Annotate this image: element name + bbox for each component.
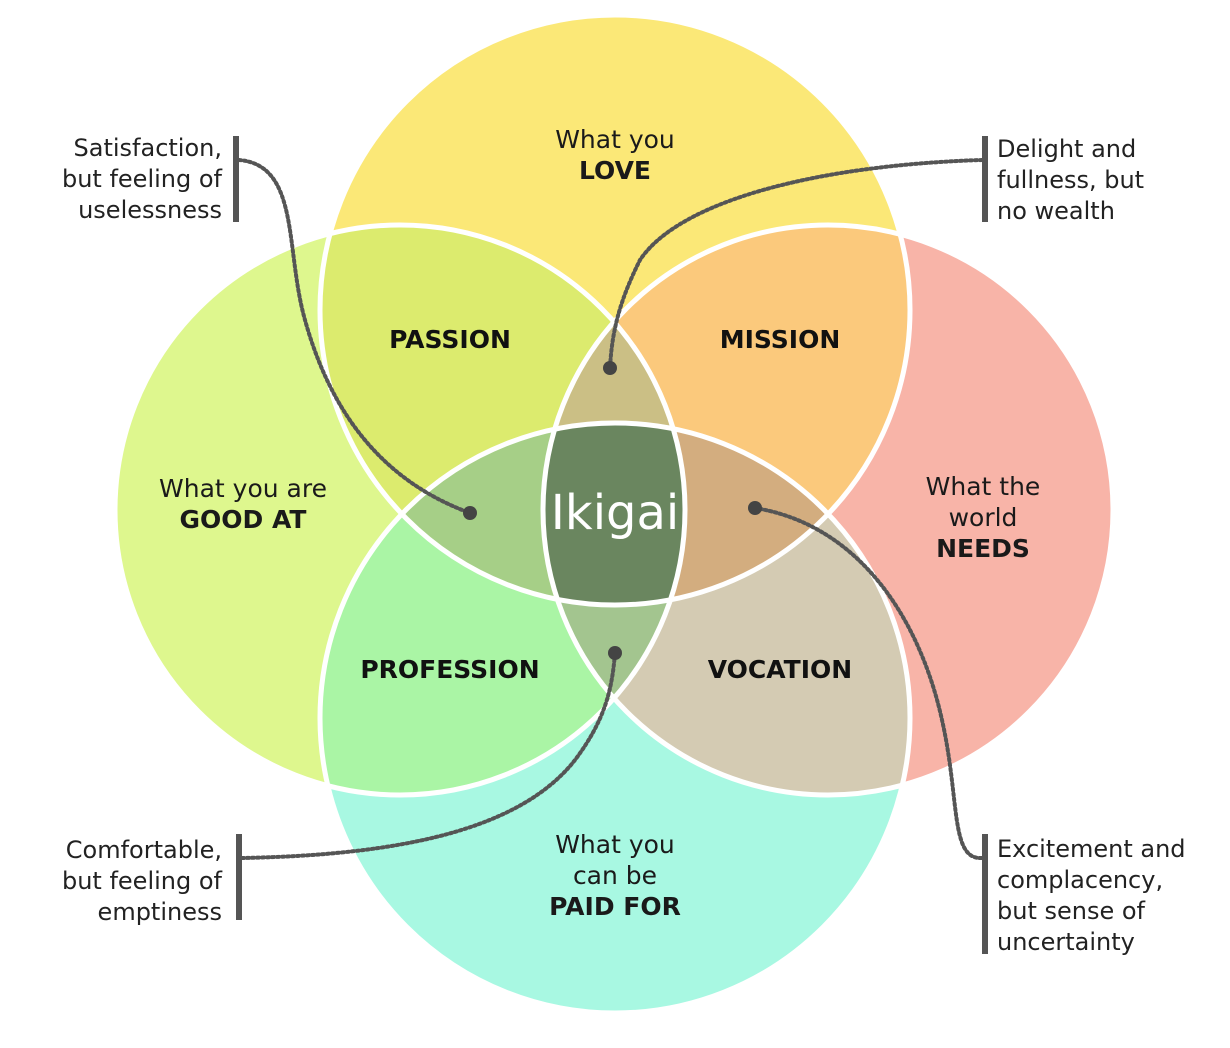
- bar-top-left: [233, 136, 239, 222]
- ann-top-left-line1: Satisfaction,: [74, 134, 222, 162]
- ann-top-right-line2: fullness, but: [997, 166, 1144, 194]
- connector-bottom-right: [753, 506, 984, 861]
- ann-bottom-left-line2: but feeling of: [62, 867, 223, 895]
- ann-bottom-right-line4: uncertainty: [997, 928, 1135, 956]
- paid-line3: PAID FOR: [549, 892, 681, 921]
- needs-line2: world: [949, 503, 1018, 532]
- dot-right-lens: [748, 501, 762, 515]
- needs-line1: What the: [926, 472, 1041, 501]
- ann-top-left-line3: uselessness: [78, 196, 222, 224]
- ann-top-left-line2: but feeling of: [62, 165, 223, 193]
- love-line2: LOVE: [579, 156, 651, 185]
- connector-top-left: [237, 158, 472, 515]
- bar-bottom-left: [236, 834, 242, 920]
- ann-bottom-right-line1: Excitement and: [997, 835, 1186, 863]
- dot-upper-lens: [603, 361, 617, 375]
- good-at-line1: What you are: [159, 474, 327, 503]
- paid-line1: What you: [555, 830, 675, 859]
- circle-outlines: [112, 12, 1116, 1016]
- ann-bottom-left-line1: Comfortable,: [66, 836, 222, 864]
- bar-top-right: [982, 136, 988, 222]
- paid-line2: can be: [573, 861, 657, 890]
- ann-bottom-left-line3: emptiness: [98, 898, 222, 926]
- passion-label: PASSION: [389, 325, 511, 354]
- ann-bottom-right-line3: but sense of: [997, 897, 1146, 925]
- connector-bottom-left: [240, 651, 617, 860]
- connector-lines: [237, 158, 984, 861]
- vocation-label: VOCATION: [708, 655, 852, 684]
- mission-label: MISSION: [720, 325, 841, 354]
- ann-top-right-line3: no wealth: [997, 197, 1115, 225]
- mission-zone: [543, 225, 910, 605]
- ann-top-right-line1: Delight and: [997, 135, 1136, 163]
- dot-left-lens: [463, 506, 477, 520]
- profession-label: PROFESSION: [360, 655, 539, 684]
- annotation-bars: [233, 136, 988, 954]
- good-at-line2: GOOD AT: [180, 505, 307, 534]
- love-line1: What you: [555, 125, 675, 154]
- ann-bottom-right-line2: complacency,: [997, 866, 1163, 894]
- needs-line3: NEEDS: [936, 534, 1030, 563]
- connector-top-right: [608, 158, 984, 370]
- bar-bottom-right: [982, 834, 988, 954]
- dot-lower-lens: [608, 646, 622, 660]
- ikigai-label: Ikigai: [551, 485, 680, 541]
- connector-dots: [463, 361, 762, 660]
